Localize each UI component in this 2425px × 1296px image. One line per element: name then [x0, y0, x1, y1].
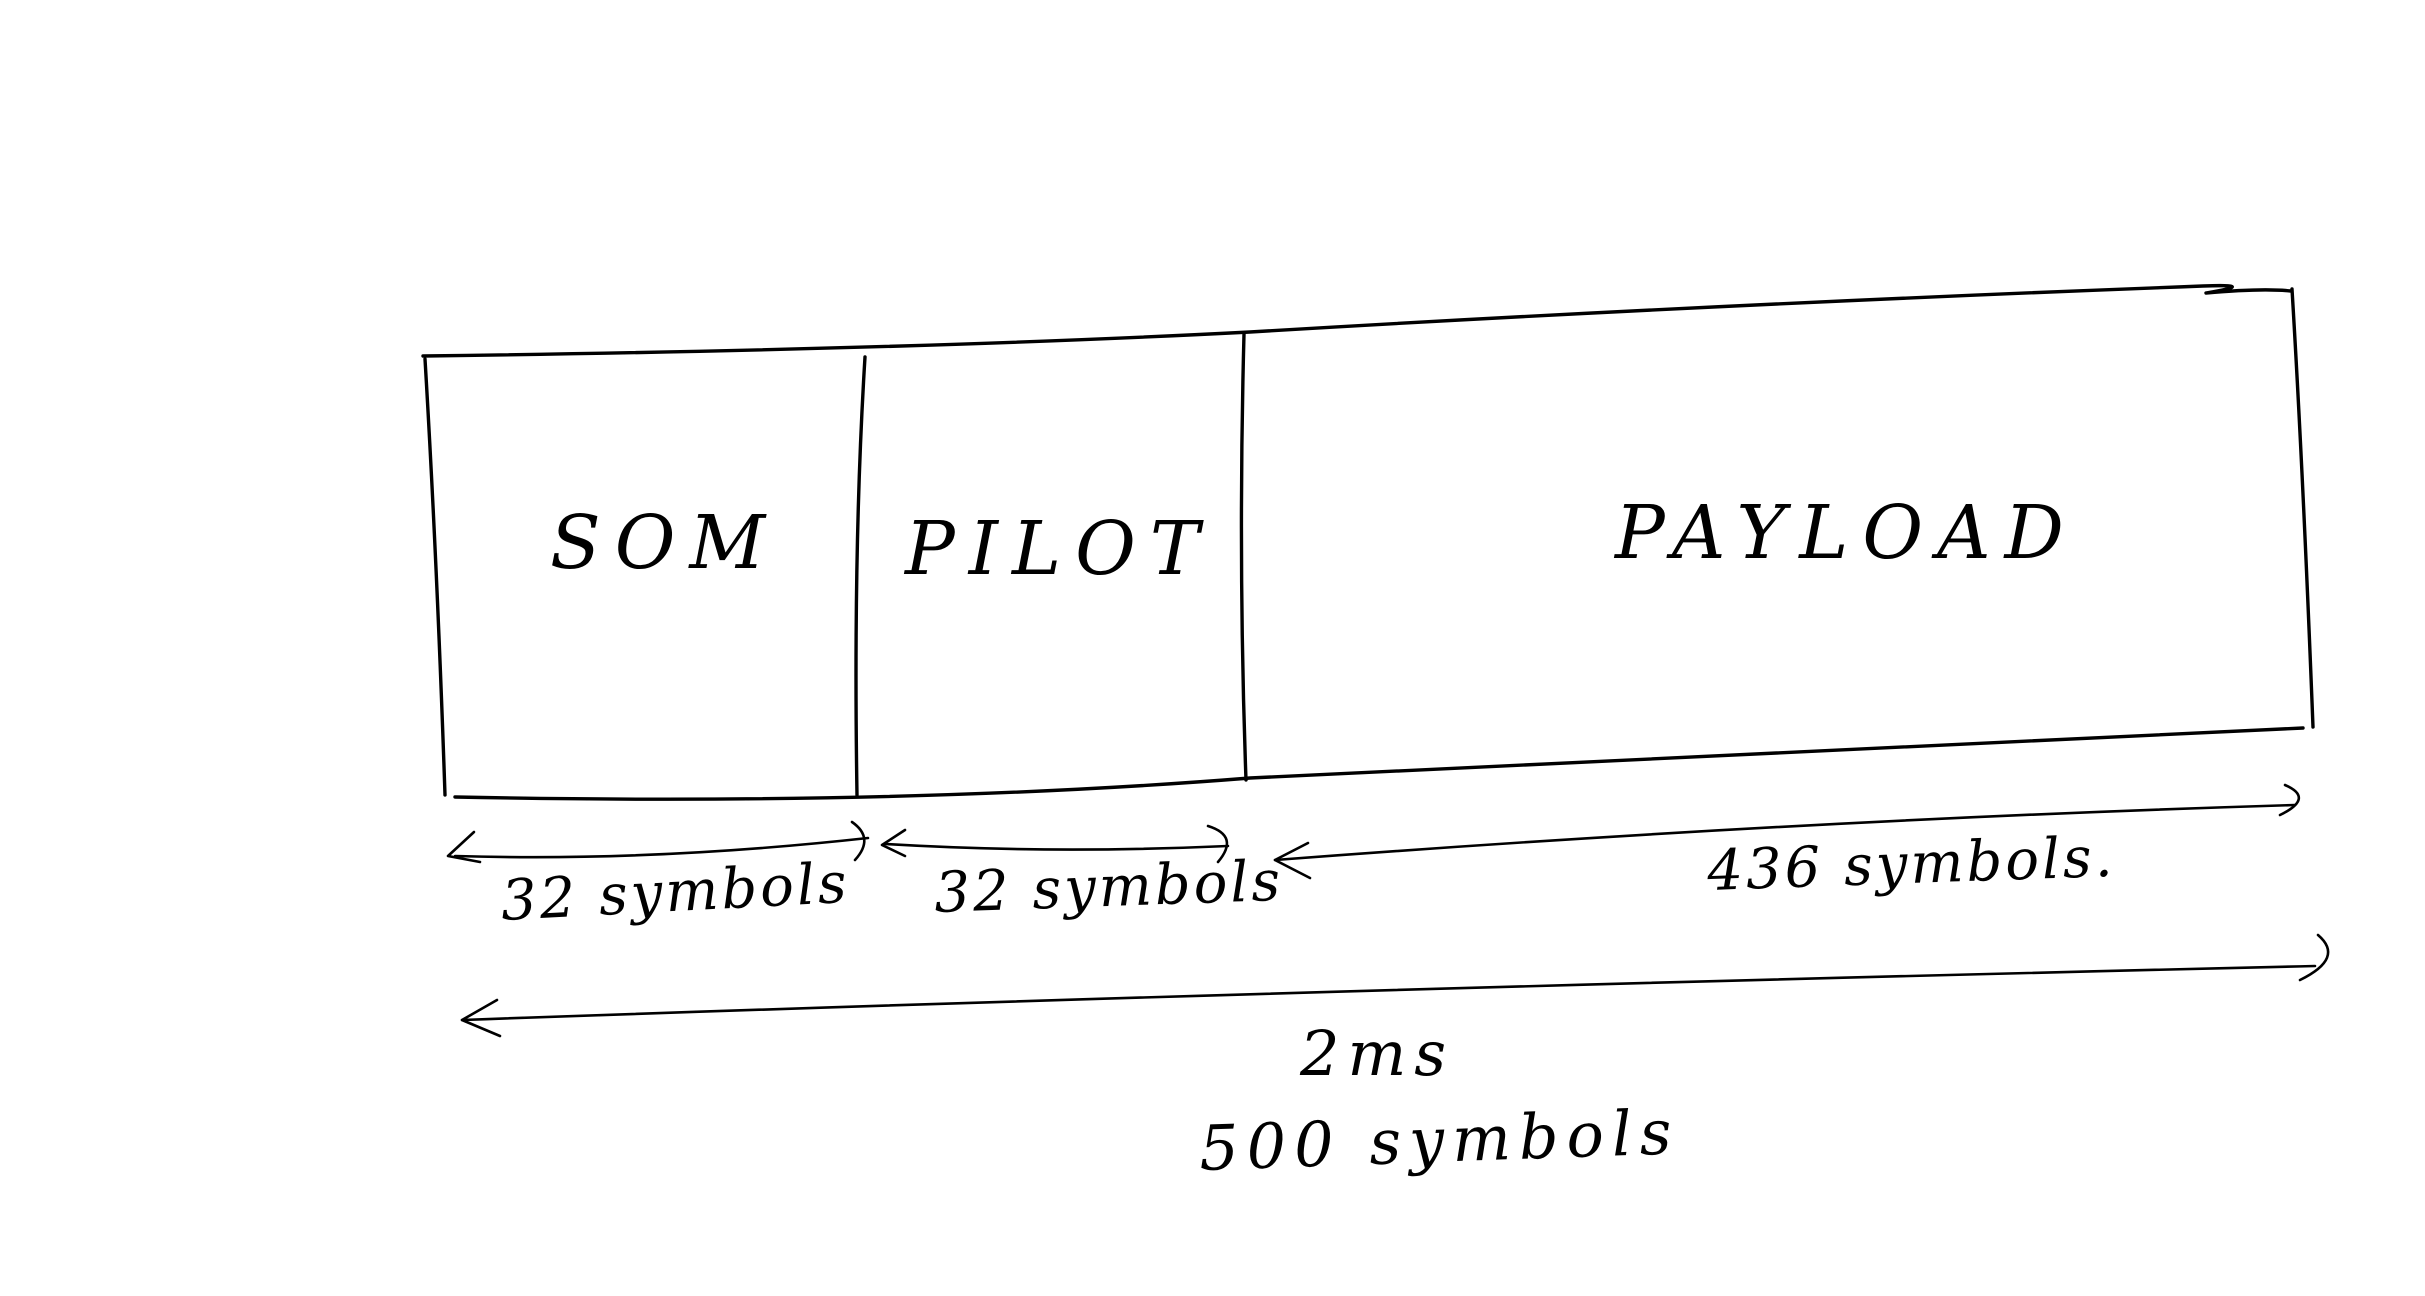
frame-left-edge: [423, 357, 447, 797]
segment-length-labels: 32 symbols 32 symbols 436 symbols.: [499, 825, 2116, 934]
segment-arrows: [446, 783, 2301, 880]
frame-top-edge: [421, 283, 2293, 358]
segment-label-pilot: PILOT: [903, 506, 1213, 592]
frame-box: [421, 283, 2315, 801]
total-arrow-line: [460, 964, 2317, 1022]
divider-som-pilot: [854, 355, 867, 797]
arrow-pilot-line: [883, 842, 1230, 851]
total-labels: 2ms 500 symbols: [1198, 1017, 1681, 1185]
total-arrow-right-head: [2298, 933, 2330, 982]
arrow-som-left-head: [446, 830, 482, 864]
arrow-som-line: [453, 836, 870, 859]
total-duration: 2ms: [1299, 1017, 1454, 1090]
segment-label-payload: PAYLOAD: [1613, 490, 2078, 576]
total-arrow: [460, 933, 2330, 1038]
length-label-pilot: 32 symbols: [933, 849, 1284, 926]
total-length: 500 symbols: [1198, 1095, 1681, 1185]
frame-right-edge: [2290, 287, 2315, 729]
segment-label-som: SOM: [550, 500, 779, 586]
frame-bottom-edge: [453, 726, 2305, 801]
arrow-pilot-right-head: [1206, 824, 1229, 864]
divider-pilot-payload: [1239, 332, 1248, 782]
arrow-payload: [1273, 783, 2301, 880]
length-label-payload: 436 symbols.: [1705, 825, 2116, 904]
segment-labels: SOM PILOT PAYLOAD: [550, 490, 2078, 592]
arrow-payload-line: [1273, 803, 2297, 862]
arrow-som: [446, 820, 870, 864]
length-label-som: 32 symbols: [499, 851, 851, 934]
arrow-payload-left-head: [1273, 841, 1312, 880]
arrow-som-right-head: [850, 820, 866, 862]
arrow-pilot: [880, 824, 1230, 864]
segment-dividers: [854, 332, 1248, 797]
arrow-pilot-left-head: [880, 828, 907, 858]
arrow-payload-right-head: [2278, 783, 2301, 817]
total-arrow-left-head: [460, 998, 502, 1038]
